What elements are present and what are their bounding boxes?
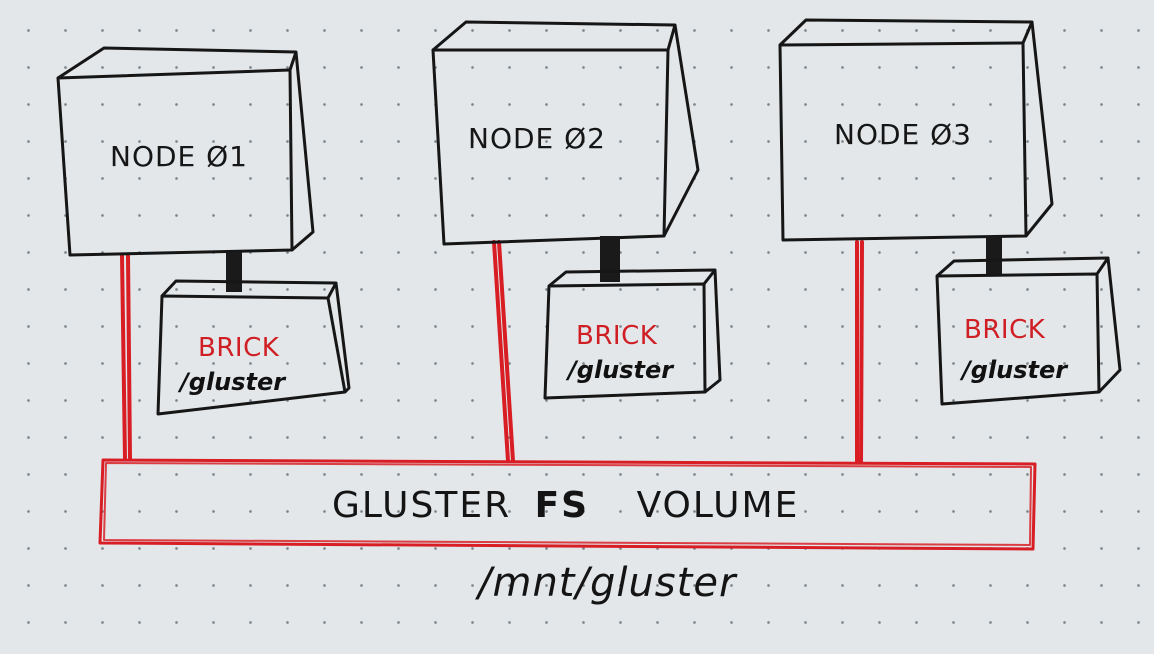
volume-label-prefix: GLUSTER xyxy=(332,485,511,526)
volume-box-retrace xyxy=(103,462,1032,546)
brick-03-side-face xyxy=(1097,257,1122,394)
node-02-side-face xyxy=(662,24,700,237)
node-01 xyxy=(56,46,315,257)
node-02-brick-connector xyxy=(600,236,620,282)
brick-01-side-face xyxy=(334,282,351,394)
link-node-03 xyxy=(855,240,864,464)
node-02-top-face xyxy=(432,20,677,52)
node-02-label: NODE Ø2 xyxy=(468,122,606,155)
brick-03-label: BRICK xyxy=(964,315,1046,345)
brick-02 xyxy=(543,268,722,400)
node-01-label: NODE Ø1 xyxy=(110,140,248,173)
volume-label-suffix: VOLUME xyxy=(637,485,800,526)
brick-03-top-face xyxy=(936,256,1110,278)
brick-02-top-face xyxy=(548,268,717,288)
node-01-top-face xyxy=(57,46,298,80)
brick-01 xyxy=(156,279,351,416)
node-volume-links xyxy=(120,240,864,464)
volume-label-fs: FS xyxy=(535,485,590,526)
brick-02-label: BRICK xyxy=(576,321,658,351)
brick-01-top-face xyxy=(160,279,338,299)
mount-path: /mnt/gluster xyxy=(475,560,738,606)
brick-01-path: /gluster xyxy=(177,368,287,396)
node-02 xyxy=(431,20,700,246)
node-03-label: NODE Ø3 xyxy=(834,118,972,151)
brick-03 xyxy=(935,256,1122,406)
brick-02-path: /gluster xyxy=(565,356,675,384)
brick-01-label: BRICK xyxy=(198,333,280,363)
node-03 xyxy=(778,18,1054,242)
volume-box xyxy=(98,458,1037,551)
node-01-brick-connector xyxy=(226,252,242,292)
brick-03-path: /gluster xyxy=(959,356,1069,384)
node-03-side-face xyxy=(1024,21,1054,237)
brick-02-side-face xyxy=(704,269,722,394)
node-01-side-face xyxy=(291,51,315,252)
node-03-brick-connector xyxy=(986,236,1002,274)
link-node-01 xyxy=(120,254,132,461)
volume-label: GLUSTER FS VOLUME xyxy=(332,485,799,526)
node-03-top-face xyxy=(778,18,1034,47)
link-node-02 xyxy=(492,240,515,463)
gluster-volume xyxy=(98,458,1037,551)
